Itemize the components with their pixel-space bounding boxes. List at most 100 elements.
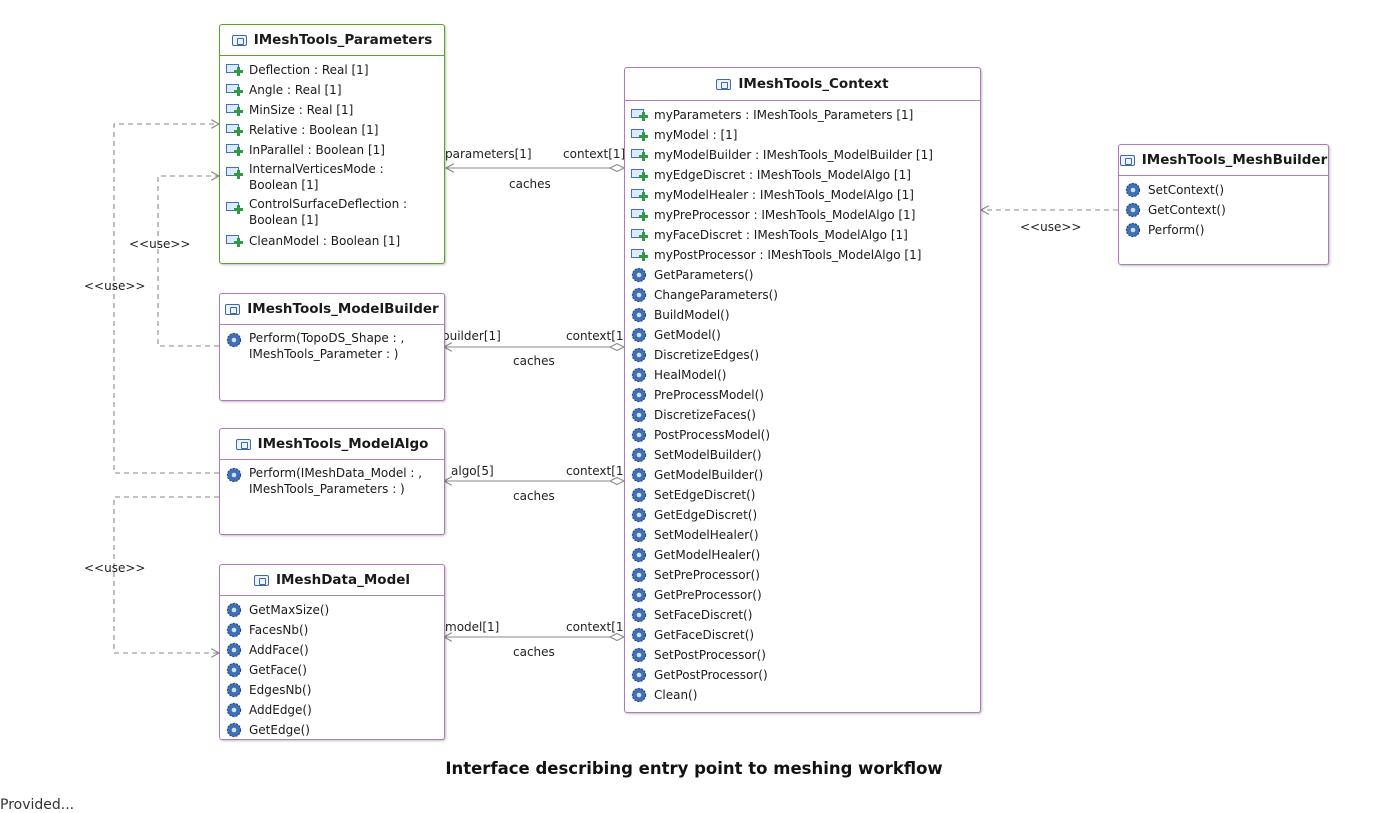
- operation-item[interactable]: SetModelBuilder(): [631, 445, 980, 465]
- operation-item[interactable]: DiscretizeFaces(): [631, 405, 980, 425]
- gear-icon: [631, 347, 647, 363]
- gear-icon: [631, 527, 647, 543]
- class-name: IMeshTools_ModelAlgo: [257, 436, 429, 452]
- role-algo: algo[5]: [451, 464, 494, 478]
- attribute-icon: [631, 188, 649, 202]
- class-imeshdata-model[interactable]: IMeshData_Model GetMaxSize() FacesNb() A…: [219, 564, 445, 740]
- attribute-item[interactable]: myPreProcessor : IMeshTools_ModelAlgo [1…: [631, 205, 980, 225]
- operation-item[interactable]: GetModelBuilder(): [631, 465, 980, 485]
- class-imeshtools-meshbuilder[interactable]: IMeshTools_MeshBuilder SetContext() GetC…: [1118, 144, 1329, 265]
- class-icon: [253, 574, 269, 586]
- operation-item[interactable]: BuildModel(): [631, 305, 980, 325]
- operation-item[interactable]: GetEdge(): [226, 720, 444, 740]
- attribute-item[interactable]: myModelBuilder : IMeshTools_ModelBuilder…: [631, 145, 980, 165]
- class-imeshtools-modelbuilder[interactable]: IMeshTools_ModelBuilder Perform(TopoDS_S…: [219, 293, 445, 401]
- operation-item[interactable]: Perform(TopoDS_Shape : , IMeshTools_Para…: [226, 330, 444, 362]
- operation-item[interactable]: HealModel(): [631, 365, 980, 385]
- attribute-icon: [226, 166, 244, 180]
- operation-item[interactable]: GetModelHealer(): [631, 545, 980, 565]
- operation-item[interactable]: SetContext(): [1125, 180, 1328, 200]
- attribute-item[interactable]: InParallel : Boolean [1]: [226, 140, 444, 160]
- operation-item[interactable]: GetContext(): [1125, 200, 1328, 220]
- operation-item[interactable]: Clean(): [631, 685, 980, 705]
- gear-icon: [631, 487, 647, 503]
- operation-item[interactable]: GetFaceDiscret(): [631, 625, 980, 645]
- operation-item[interactable]: SetPreProcessor(): [631, 565, 980, 585]
- attribute-item[interactable]: Angle : Real [1]: [226, 80, 444, 100]
- gear-icon: [631, 607, 647, 623]
- attribute-item[interactable]: InternalVerticesMode : Boolean [1]: [226, 161, 444, 193]
- operation-item[interactable]: GetFace(): [226, 660, 444, 680]
- gear-icon: [631, 667, 647, 683]
- operation-item[interactable]: FacesNb(): [226, 620, 444, 640]
- role-context-params: context[1]: [563, 147, 626, 161]
- gear-icon: [631, 407, 647, 423]
- gear-icon: [631, 647, 647, 663]
- operation-item[interactable]: GetPreProcessor(): [631, 585, 980, 605]
- operation-item[interactable]: SetPostProcessor(): [631, 645, 980, 665]
- use-label-inner: <<use>>: [129, 237, 191, 251]
- attribute-item[interactable]: Relative : Boolean [1]: [226, 120, 444, 140]
- operation-item[interactable]: DiscretizeEdges(): [631, 345, 980, 365]
- operation-item[interactable]: SetFaceDiscret(): [631, 605, 980, 625]
- attribute-item[interactable]: MinSize : Real [1]: [226, 100, 444, 120]
- operation-item[interactable]: Perform(): [1125, 220, 1328, 240]
- class-name: IMeshTools_ModelBuilder: [247, 301, 439, 317]
- class-icon: [716, 78, 732, 90]
- gear-icon: [226, 467, 242, 483]
- attribute-item[interactable]: myParameters : IMeshTools_Parameters [1]: [631, 105, 980, 125]
- operation-item[interactable]: PreProcessModel(): [631, 385, 980, 405]
- operation-item[interactable]: Perform(IMeshData_Model : , IMeshTools_P…: [226, 465, 444, 497]
- gear-icon: [631, 587, 647, 603]
- gear-icon: [1125, 222, 1141, 238]
- operation-item[interactable]: SetEdgeDiscret(): [631, 485, 980, 505]
- attribute-icon: [226, 234, 244, 248]
- attribute-icon: [631, 148, 649, 162]
- class-name: IMeshTools_MeshBuilder: [1141, 152, 1328, 168]
- operation-item[interactable]: GetMaxSize(): [226, 600, 444, 620]
- diagram-caption: Interface describing entry point to mesh…: [445, 759, 943, 778]
- operation-item[interactable]: AddFace(): [226, 640, 444, 660]
- attribute-item[interactable]: CleanModel : Boolean [1]: [226, 231, 444, 251]
- class-header: IMeshData_Model: [220, 565, 444, 596]
- operation-list: SetContext() GetContext() Perform(): [1119, 176, 1328, 240]
- gear-icon: [631, 507, 647, 523]
- attribute-icon: [631, 108, 649, 122]
- gear-icon: [226, 722, 242, 738]
- attribute-item[interactable]: myPostProcessor : IMeshTools_ModelAlgo […: [631, 245, 980, 265]
- gear-icon: [631, 307, 647, 323]
- operation-item[interactable]: GetPostProcessor(): [631, 665, 980, 685]
- gear-icon: [1125, 202, 1141, 218]
- attribute-item[interactable]: Deflection : Real [1]: [226, 60, 444, 80]
- attribute-icon: [631, 128, 649, 142]
- attribute-item[interactable]: myModel : [1]: [631, 125, 980, 145]
- class-imeshtools-modelalgo[interactable]: IMeshTools_ModelAlgo Perform(IMeshData_M…: [219, 428, 445, 535]
- operation-item[interactable]: PostProcessModel(): [631, 425, 980, 445]
- operation-list: Perform(IMeshData_Model : , IMeshTools_P…: [220, 460, 444, 497]
- attribute-item[interactable]: myFaceDiscret : IMeshTools_ModelAlgo [1]: [631, 225, 980, 245]
- gear-icon: [1125, 182, 1141, 198]
- operation-item[interactable]: ChangeParameters(): [631, 285, 980, 305]
- attribute-item[interactable]: myModelHealer : IMeshTools_ModelAlgo [1]: [631, 185, 980, 205]
- attribute-icon: [226, 123, 244, 137]
- operation-item[interactable]: EdgesNb(): [226, 680, 444, 700]
- class-imeshtools-context[interactable]: IMeshTools_Context myParameters : IMeshT…: [624, 67, 981, 713]
- class-imeshtools-parameters[interactable]: IMeshTools_Parameters Deflection : Real …: [219, 24, 445, 264]
- operation-item[interactable]: SetModelHealer(): [631, 525, 980, 545]
- attribute-icon: [226, 143, 244, 157]
- attribute-list: Deflection : Real [1] Angle : Real [1] M…: [220, 56, 444, 251]
- operation-item[interactable]: AddEdge(): [226, 700, 444, 720]
- gear-icon: [631, 327, 647, 343]
- operation-item[interactable]: GetParameters(): [631, 265, 980, 285]
- gear-icon: [631, 467, 647, 483]
- class-icon: [235, 438, 251, 450]
- attribute-item[interactable]: myEdgeDiscret : IMeshTools_ModelAlgo [1]: [631, 165, 980, 185]
- operation-item[interactable]: GetModel(): [631, 325, 980, 345]
- gear-icon: [226, 622, 242, 638]
- operation-item[interactable]: GetEdgeDiscret(): [631, 505, 980, 525]
- attribute-item[interactable]: ControlSurfaceDeflection : Boolean [1]: [226, 196, 444, 228]
- assoc-label-model: caches: [513, 645, 555, 659]
- gear-icon: [631, 547, 647, 563]
- attribute-icon: [631, 168, 649, 182]
